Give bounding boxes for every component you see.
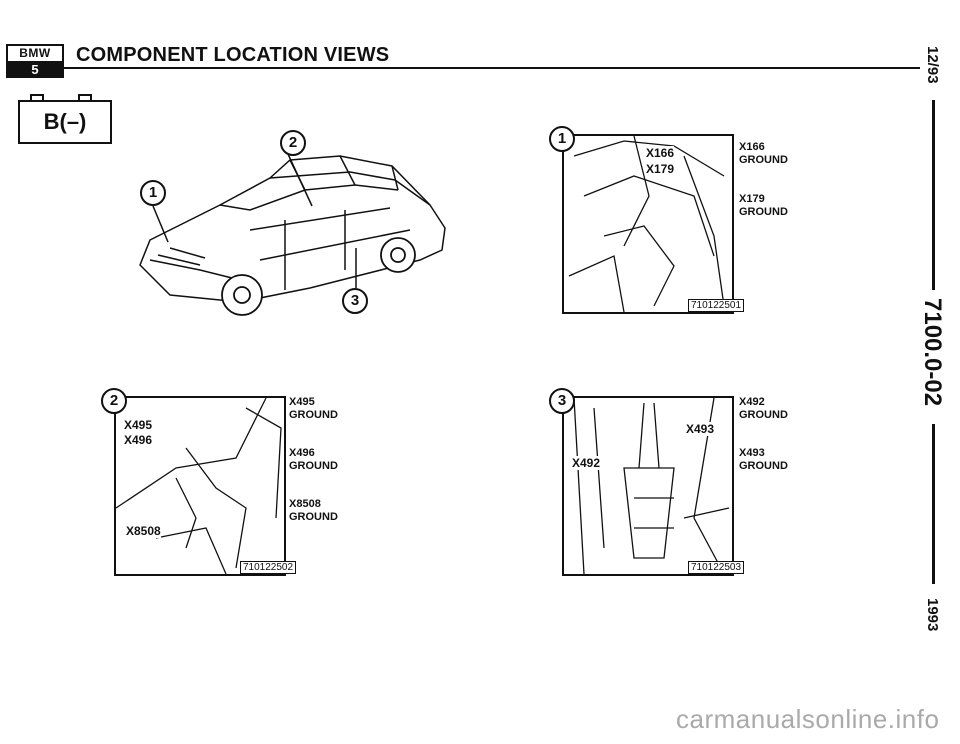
detail-panel-3: X492 X493 710122503 xyxy=(562,396,745,576)
car-door-seams xyxy=(284,210,346,290)
panel-2-tag-x495: X495 xyxy=(124,418,153,432)
side-rule xyxy=(932,424,935,584)
revision-date: 12/93 xyxy=(924,46,941,84)
callout-1-arrow xyxy=(152,205,169,243)
page-title: COMPONENT LOCATION VIEWS xyxy=(76,44,390,66)
panel-1-tag-x179: X179 xyxy=(646,162,675,176)
panel-3-illustration xyxy=(573,397,730,575)
header-rule xyxy=(64,67,920,69)
detail-panel-1: X166 X179 710122501 xyxy=(562,134,745,314)
panel-2-ref: 710122502 xyxy=(240,561,297,574)
panel-3-number: 3 xyxy=(549,388,575,414)
side-rule xyxy=(932,100,935,290)
panel-3-legend-2: X493 GROUND xyxy=(739,447,788,472)
model-year: 1993 xyxy=(924,598,941,632)
panel-1-illustration xyxy=(568,135,725,313)
logo-series: 5 xyxy=(8,62,62,77)
rear-hub xyxy=(390,247,406,263)
panel-3-ref: 710122503 xyxy=(688,561,745,574)
document-number: 7100.0-02 xyxy=(919,298,946,407)
panel-3-tag-x493: X493 xyxy=(686,422,715,436)
detail-panel-2: X495 X496 X8508 710122502 xyxy=(114,396,297,576)
panel-2-tag-x8508: X8508 xyxy=(126,524,161,538)
front-hub xyxy=(233,286,251,304)
battery-negative-icon: B(–) xyxy=(18,100,112,144)
callout-2-arrow xyxy=(287,153,313,207)
car-beltline xyxy=(219,184,399,211)
battery-terminal-icon xyxy=(78,94,92,100)
car-grille xyxy=(157,247,206,266)
car-roof xyxy=(269,155,431,206)
panel-2-tag-x496: X496 xyxy=(124,433,153,447)
panel-2-legend-2: X496 GROUND xyxy=(289,447,338,472)
panel-2-legend-3: X8508 GROUND xyxy=(289,498,338,523)
watermark: carmanualsonline.info xyxy=(676,704,940,734)
car-bumper-line xyxy=(149,259,241,281)
logo-brand: BMW xyxy=(8,46,62,63)
battery-terminal-icon xyxy=(30,94,44,100)
car-body-outline xyxy=(139,171,446,303)
panel-1-legend-2: X179 GROUND xyxy=(739,193,788,218)
panel-3-legend-1: X492 GROUND xyxy=(739,396,788,421)
panel-2-legend-1: X495 GROUND xyxy=(289,396,338,421)
panel-1-ref: 710122501 xyxy=(688,299,745,312)
panel-2-illustration xyxy=(115,397,282,575)
bmw-5-logo: BMW 5 xyxy=(6,44,64,78)
overview-callout-3: 3 xyxy=(342,288,368,314)
car-overview-illustration xyxy=(139,153,446,316)
overview-callout-2: 2 xyxy=(280,130,306,156)
panel-3-tag-x492: X492 xyxy=(572,456,601,470)
overview-callout-1: 1 xyxy=(140,180,166,206)
panel-2-number: 2 xyxy=(101,388,127,414)
panel-1-legend-1: X166 GROUND xyxy=(739,141,788,166)
panel-1-tag-x166: X166 xyxy=(646,146,675,160)
panel-1-number: 1 xyxy=(549,126,575,152)
